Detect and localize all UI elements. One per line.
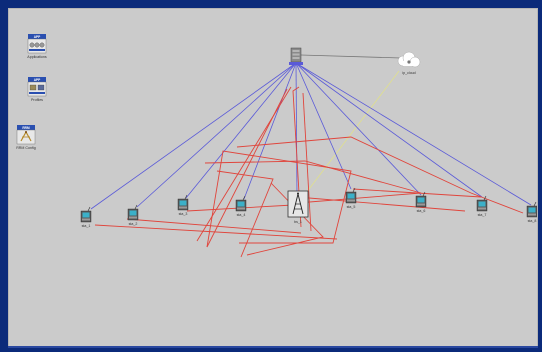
base-station-label: bs_1 bbox=[294, 220, 302, 224]
applications-header: APP bbox=[34, 35, 41, 39]
server-node[interactable] bbox=[289, 47, 303, 65]
traffic-flows bbox=[94, 86, 524, 258]
client-station[interactable]: sta_8 bbox=[526, 201, 537, 223]
wireless-client-icon bbox=[415, 191, 427, 208]
cloud-label: ip_cloud bbox=[402, 71, 415, 75]
wireless-client-icon bbox=[526, 201, 537, 218]
uplink-link[interactable] bbox=[90, 62, 297, 210]
client-station[interactable]: sta_4 bbox=[235, 195, 247, 217]
traffic-flow[interactable] bbox=[204, 160, 422, 204]
wireless-client-icon bbox=[476, 195, 488, 212]
traffic-flow[interactable] bbox=[206, 88, 288, 248]
uplink-link[interactable] bbox=[295, 62, 352, 190]
profiles-label: Profiles bbox=[31, 98, 43, 102]
client-station-label: sta_7 bbox=[478, 213, 487, 217]
application-config-icon bbox=[27, 38, 47, 54]
client-station[interactable]: sta_1 bbox=[80, 206, 92, 228]
client-station-label: sta_2 bbox=[129, 222, 138, 226]
client-station-label: sta_5 bbox=[347, 205, 356, 209]
traffic-flow[interactable] bbox=[94, 224, 338, 240]
cloud-node[interactable]: ip_cloud bbox=[397, 51, 421, 75]
traffic-flow[interactable] bbox=[206, 150, 352, 248]
traffic-flow[interactable] bbox=[352, 188, 482, 198]
base-station-tower-icon bbox=[287, 190, 309, 218]
ip-cloud-icon bbox=[397, 51, 421, 68]
applications-label: Applications bbox=[27, 55, 47, 59]
profiles-header: APP bbox=[34, 78, 41, 82]
uplink-link[interactable] bbox=[136, 62, 297, 208]
palette-objects: APP Applications APP bbox=[16, 34, 47, 150]
base-station-node[interactable]: bs_1 bbox=[287, 190, 309, 224]
applications-config-object[interactable]: APP Applications bbox=[27, 34, 47, 59]
rrm-config-object[interactable]: RRM RRM Config bbox=[16, 125, 36, 150]
cloud-bs-link[interactable] bbox=[302, 70, 400, 198]
client-station-label: sta_6 bbox=[417, 209, 426, 213]
wireless-client-icon bbox=[127, 204, 139, 221]
client-station[interactable]: sta_5 bbox=[345, 187, 357, 209]
wireless-client-icon bbox=[177, 194, 189, 211]
rrm-label: RRM Config bbox=[16, 146, 36, 150]
wireless-client-icon bbox=[80, 206, 92, 223]
uplink-link[interactable] bbox=[185, 62, 297, 199]
client-station[interactable]: sta_2 bbox=[127, 204, 139, 226]
client-station[interactable]: sta_6 bbox=[415, 191, 427, 213]
server-cloud-link[interactable] bbox=[300, 54, 402, 59]
client-stations: sta_1 sta_2 sta_3 sta_4 sta_5 sta_6 sta_7 sta_8 bbox=[80, 187, 537, 228]
rrm-header: RRM bbox=[22, 126, 30, 130]
client-station[interactable]: sta_7 bbox=[476, 195, 488, 217]
uplink-link[interactable] bbox=[295, 62, 298, 198]
client-station-label: sta_4 bbox=[237, 213, 246, 217]
traffic-flow[interactable] bbox=[292, 86, 302, 228]
traffic-flow[interactable] bbox=[236, 136, 524, 214]
profiles-config-object[interactable]: APP Profiles bbox=[27, 77, 47, 102]
profile-config-icon bbox=[27, 81, 47, 97]
links-layer bbox=[90, 54, 532, 258]
client-station[interactable]: sta_3 bbox=[177, 194, 189, 216]
rrm-config-icon bbox=[16, 129, 36, 145]
traffic-flow[interactable] bbox=[126, 218, 302, 234]
traffic-flow[interactable] bbox=[296, 196, 466, 212]
traffic-flow[interactable] bbox=[246, 182, 324, 256]
client-station-label: sta_8 bbox=[528, 219, 537, 223]
uplink-link[interactable] bbox=[295, 62, 483, 198]
uplink-links bbox=[90, 62, 532, 210]
uplink-link[interactable] bbox=[295, 62, 422, 196]
status-divider bbox=[8, 346, 538, 348]
wireless-client-icon bbox=[235, 195, 247, 212]
wireless-client-icon bbox=[345, 187, 357, 204]
uplink-link[interactable] bbox=[295, 62, 532, 206]
client-station-label: sta_3 bbox=[179, 212, 188, 216]
server-icon bbox=[289, 47, 303, 65]
traffic-flow[interactable] bbox=[216, 170, 274, 258]
client-station-label: sta_1 bbox=[82, 224, 91, 228]
